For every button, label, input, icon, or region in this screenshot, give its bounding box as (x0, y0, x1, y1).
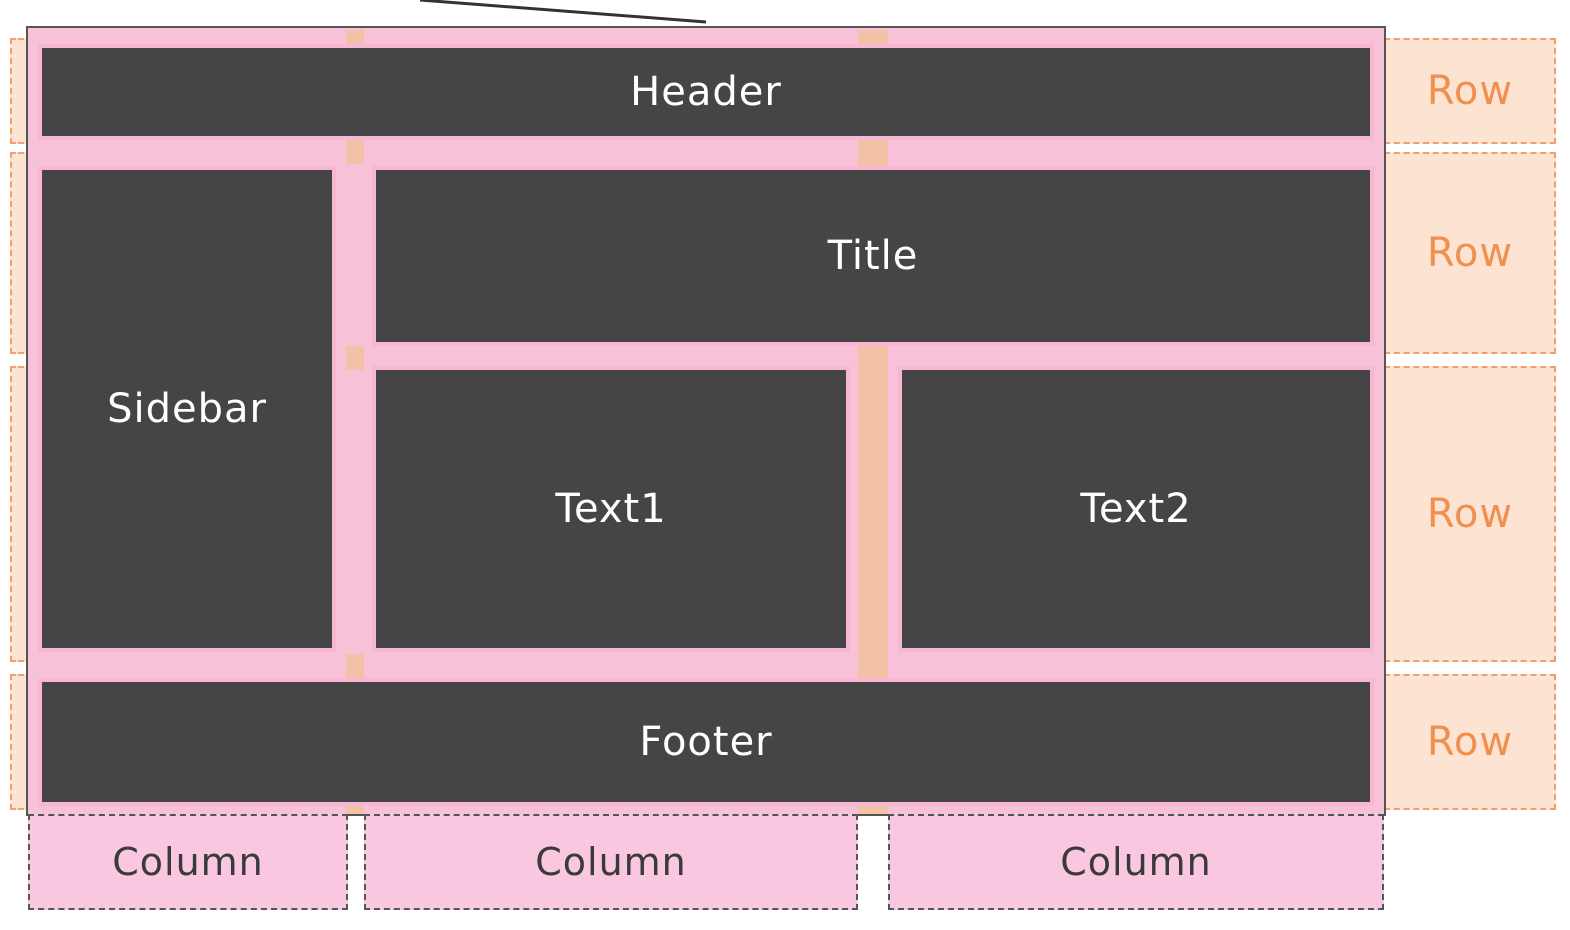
column-label-3: Column (888, 814, 1384, 910)
row-label-text: Row (1426, 68, 1514, 114)
row-label-text: Row (1426, 230, 1514, 276)
header-cell: Header (38, 44, 1374, 140)
gap-marker (858, 654, 888, 680)
column-label-text: Column (1060, 840, 1212, 884)
footer-label: Footer (639, 719, 773, 765)
column-label-text: Column (112, 840, 264, 884)
title-label: Title (827, 233, 919, 279)
gap-marker (346, 140, 364, 164)
text1-cell: Text1 (372, 366, 850, 652)
column-label-1: Column (28, 814, 348, 910)
text2-label: Text2 (1080, 486, 1192, 532)
footer-cell: Footer (38, 678, 1374, 806)
gap-marker (858, 370, 888, 660)
gap-marker (858, 30, 888, 46)
title-cell: Title (372, 166, 1374, 346)
text2-cell: Text2 (898, 366, 1374, 652)
row-label-4: Row (1384, 674, 1556, 810)
row-label-1: Row (1384, 38, 1556, 144)
text1-label: Text1 (555, 486, 667, 532)
pointer-line (419, 0, 707, 24)
row-label-text: Row (1426, 719, 1514, 765)
gap-marker (346, 654, 364, 680)
header-label: Header (630, 69, 782, 115)
gap-marker (858, 346, 888, 370)
sidebar-cell: Sidebar (38, 166, 336, 652)
grid-container-outline (26, 26, 1386, 816)
sidebar-label: Sidebar (107, 386, 267, 432)
row-label-3: Row (1384, 366, 1556, 662)
gap-marker (346, 346, 364, 370)
gap-marker (346, 30, 364, 46)
row-label-2: Row (1384, 152, 1556, 354)
gap-marker (858, 140, 888, 166)
row-label-text: Row (1426, 491, 1514, 537)
column-label-2: Column (364, 814, 858, 910)
column-label-text: Column (535, 840, 687, 884)
